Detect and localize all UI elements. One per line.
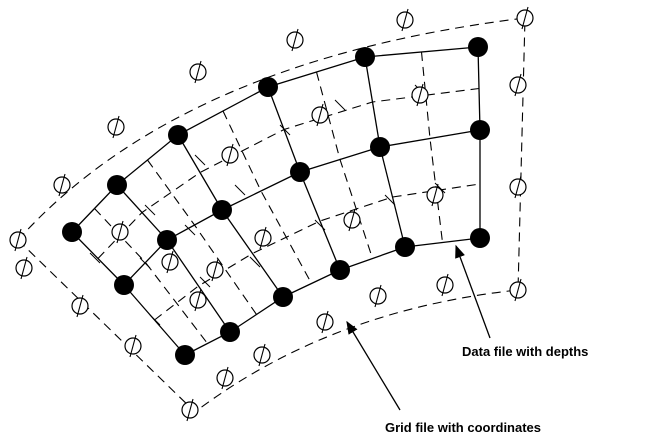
grid-node-tick bbox=[416, 83, 424, 107]
grid-node-tick bbox=[348, 208, 356, 232]
grid-dashed-column bbox=[147, 159, 257, 315]
data-node bbox=[62, 222, 82, 242]
mesh-row-line bbox=[123, 129, 481, 286]
mesh-tick bbox=[184, 224, 196, 236]
data-file-label: Data file with depths bbox=[462, 344, 588, 359]
mesh-tick bbox=[249, 256, 261, 268]
grid-node-tick bbox=[129, 334, 137, 358]
mesh-tick bbox=[139, 257, 151, 269]
mesh-tick bbox=[194, 154, 206, 166]
mesh-tick bbox=[334, 99, 346, 111]
grid-node-tick bbox=[258, 343, 266, 367]
data-node bbox=[470, 228, 490, 248]
mesh-tick bbox=[434, 182, 446, 194]
grid-file-arrow bbox=[346, 320, 401, 411]
data-file-arrow bbox=[455, 244, 491, 339]
data-node bbox=[107, 175, 127, 195]
data-nodes bbox=[62, 37, 490, 365]
grid-dashed-column bbox=[94, 208, 208, 344]
grid-dashed-column bbox=[222, 110, 312, 284]
data-node bbox=[290, 162, 310, 182]
grid-node-tick bbox=[14, 228, 22, 252]
data-node bbox=[330, 260, 350, 280]
data-node bbox=[212, 200, 232, 220]
mesh-tick bbox=[279, 124, 291, 136]
data-node bbox=[273, 287, 293, 307]
grid-node-tick bbox=[514, 278, 522, 302]
grid-node-tick bbox=[112, 115, 120, 139]
mesh-tick bbox=[89, 252, 101, 264]
grid-dashed-row bbox=[97, 87, 480, 259]
data-node bbox=[114, 275, 134, 295]
grid-node-tick bbox=[211, 258, 219, 282]
grid-node-tick bbox=[58, 173, 66, 197]
data-node bbox=[175, 345, 195, 365]
grid-ticks bbox=[89, 84, 446, 326]
mesh-tick bbox=[199, 276, 211, 288]
grid-node-tick bbox=[259, 226, 267, 250]
data-node bbox=[258, 77, 278, 97]
grid-node-tick bbox=[316, 103, 324, 127]
grid-node-tick bbox=[521, 6, 529, 30]
data-node bbox=[468, 37, 488, 57]
grid-node-tick bbox=[401, 8, 409, 32]
grid-node-tick bbox=[431, 183, 439, 207]
data-node bbox=[168, 125, 188, 145]
grid-node-tick bbox=[514, 175, 522, 199]
data-node bbox=[220, 322, 240, 342]
outer-grid-boundary bbox=[17, 17, 526, 413]
grid-file-label: Grid file with coordinates bbox=[385, 420, 541, 435]
grid-node-tick bbox=[194, 60, 202, 84]
mesh-tick bbox=[144, 204, 156, 216]
outer-boundary bbox=[17, 17, 526, 413]
data-node bbox=[470, 120, 490, 140]
grid-dashed-column bbox=[420, 51, 444, 243]
grid-node-tick bbox=[226, 143, 234, 167]
grid-node-tick bbox=[166, 250, 174, 274]
grid-node-tick bbox=[194, 288, 202, 312]
grid-node-tick bbox=[116, 220, 124, 244]
mesh-column-line bbox=[477, 46, 481, 238]
grid-dashed-row bbox=[154, 183, 481, 321]
grid-node-tick bbox=[76, 294, 84, 318]
mesh-tick bbox=[149, 314, 161, 326]
grid-node-tick bbox=[374, 284, 382, 308]
data-node bbox=[157, 230, 177, 250]
data-node bbox=[355, 47, 375, 67]
grid-dashed-column bbox=[315, 71, 374, 259]
data-node bbox=[370, 137, 390, 157]
data-node bbox=[395, 237, 415, 257]
grid-node-tick bbox=[186, 398, 194, 422]
grid-node-tick bbox=[321, 310, 329, 334]
grid-node-tick bbox=[221, 366, 229, 390]
grid-node-tick bbox=[441, 273, 449, 297]
grid-node-tick bbox=[291, 28, 299, 52]
mesh-tick bbox=[384, 194, 396, 206]
grid-nodes bbox=[9, 6, 534, 422]
mesh-tick bbox=[314, 219, 326, 231]
grid-node-tick bbox=[514, 73, 522, 97]
mesh-tick bbox=[234, 184, 246, 196]
grid-node-tick bbox=[20, 256, 28, 280]
